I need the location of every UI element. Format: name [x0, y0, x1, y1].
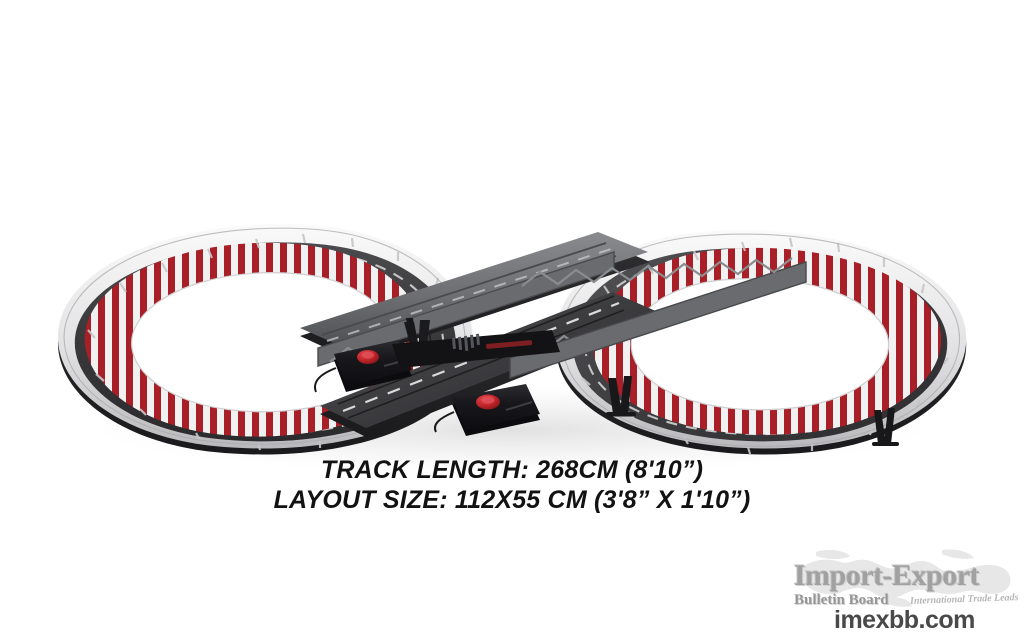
world-map-icon: [798, 549, 1011, 607]
watermark-domain: imexbb.com: [834, 606, 975, 634]
hand-controller-left: [334, 340, 412, 392]
track-support-legs: [406, 318, 899, 446]
product-photo: [57, 224, 967, 470]
spec-line-layout-size: LAYOUT SIZE: 112X55 CM (3'8” X 1'10”): [273, 486, 751, 514]
bridge-truss-far: [509, 257, 807, 379]
watermark-subtitle: Bulletin Board: [794, 592, 889, 608]
imexbb-watermark: Import-Export Bulletin Board Internation…: [788, 548, 1020, 634]
track-crossover-bridge: [300, 232, 807, 438]
hand-controller-right: [452, 384, 540, 436]
watermark-title: Import-Export: [794, 559, 980, 592]
track-left-loop: [57, 224, 473, 455]
product-spec-caption: TRACK LENGTH: 268CM (8'10”) LAYOUT SIZE:…: [0, 455, 1024, 515]
power-base-unit: [392, 330, 560, 368]
track-right-loop: [555, 230, 967, 455]
controller-wires: [314, 367, 455, 433]
slot-car-track-illustration: [57, 224, 967, 470]
spec-line-track-length: TRACK LENGTH: 268CM (8'10”): [320, 456, 704, 484]
